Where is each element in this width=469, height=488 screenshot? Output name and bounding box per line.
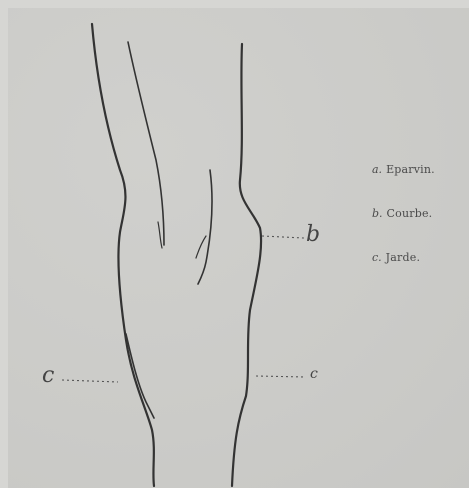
hock-inner-line [198, 170, 212, 284]
legend-letter-b: b. [372, 208, 383, 219]
legend-letter-a: a. [372, 164, 382, 175]
leader-b [262, 236, 304, 238]
leg-right-contour [232, 44, 261, 486]
leg-left-inner-fragment [158, 222, 162, 248]
legend-item-b: b. Courbe. [372, 208, 432, 219]
leg-left-inner-line [128, 42, 164, 245]
legend-letter-c: c. [372, 252, 382, 263]
label-c-left: c [42, 363, 54, 388]
hock-small-curve [196, 236, 206, 258]
label-c-right: c [310, 366, 318, 382]
legend-text-b: Courbe. [387, 208, 433, 219]
leg-left-contour [92, 24, 154, 486]
leg-left-lower-inner [126, 334, 154, 418]
legend-text-c: Jarde. [386, 252, 420, 263]
leader-c-right [256, 376, 306, 377]
legend-item-a: a. Eparvin. [372, 164, 435, 175]
label-b: b [306, 222, 320, 247]
legend-text-a: Eparvin. [386, 164, 435, 175]
leader-c-left [62, 380, 118, 382]
legend-item-c: c. Jarde. [372, 252, 420, 263]
